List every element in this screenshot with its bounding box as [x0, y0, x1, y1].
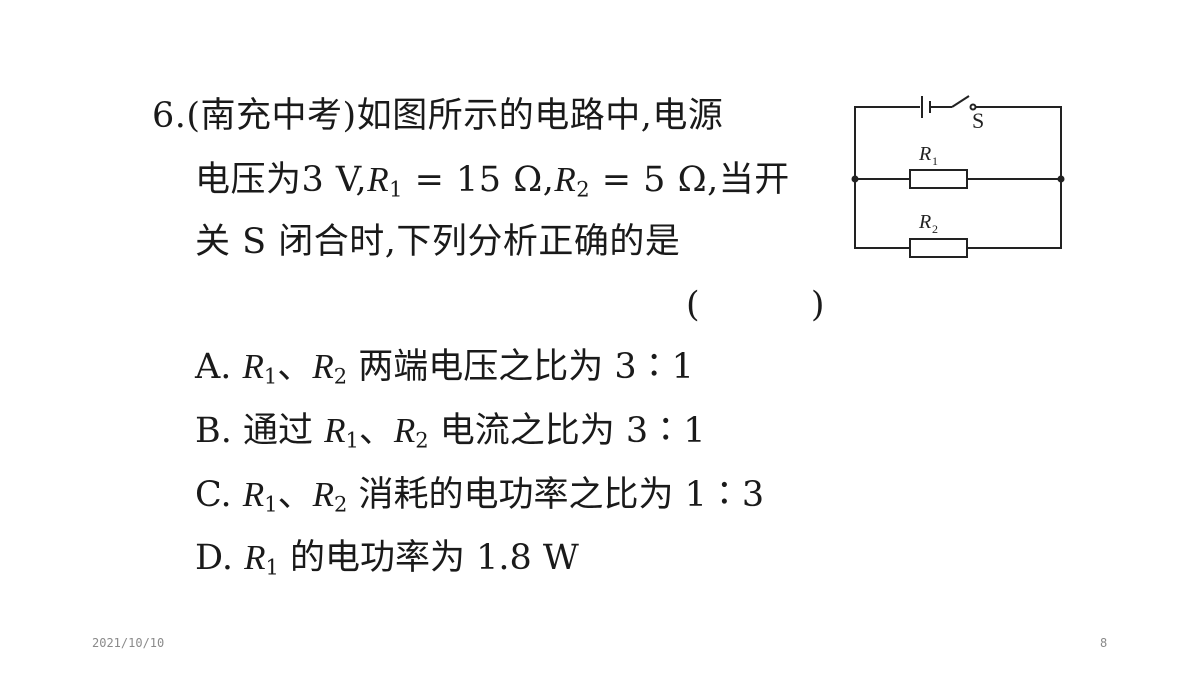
option-b-r2: R: [393, 411, 416, 450]
option-a-r1: R: [242, 347, 264, 386]
option-d-r1-sub: 1: [265, 555, 279, 580]
answer-blank: ( ): [686, 285, 825, 325]
option-d: D. R1 的电功率为 1.8 W: [195, 538, 579, 578]
option-c-letter: C.: [195, 475, 243, 515]
footer-date: 2021/10/10: [92, 636, 165, 650]
r1-symbol: R: [367, 160, 390, 199]
question-line-2-c: = 5 Ω,当开: [590, 160, 790, 200]
r2-label-sub: 2: [932, 222, 938, 236]
option-a-letter: A.: [195, 347, 243, 387]
option-a: A. R1、R2 两端电压之比为 3∶1: [195, 347, 694, 387]
switch-blade: [951, 95, 970, 108]
option-a-r1-sub: 1: [263, 364, 278, 389]
option-b-letter: B.: [195, 411, 243, 451]
option-d-letter: D.: [195, 538, 245, 578]
option-a-sep: 、: [277, 347, 313, 387]
footer-page-number: 8: [1100, 636, 1108, 650]
circuit-diagram: S R 1 R 2: [851, 95, 1065, 258]
resistor-r1: [909, 169, 968, 189]
question-line-2-a: 电压为3 V,: [195, 160, 368, 200]
option-b-text: 电流之比为 3∶1: [428, 411, 706, 451]
option-a-r2-sub: 2: [333, 364, 348, 389]
option-d-text: 的电功率为 1.8 W: [278, 538, 579, 578]
wire-top-right: [976, 106, 1062, 179]
question-line-3-text: 关 S 闭合时,下列分析正确的是: [195, 222, 681, 262]
r1-label: R: [918, 143, 931, 165]
switch-label: S: [972, 108, 984, 133]
option-c-r2: R: [312, 475, 334, 514]
r2-symbol: R: [554, 160, 577, 199]
wire-r2-right: [967, 179, 1062, 249]
question-source: (南充中考): [186, 96, 357, 136]
wire-top-left: [854, 106, 920, 179]
option-c-r2-sub: 2: [333, 492, 348, 517]
question-line-3: 关 S 闭合时,下列分析正确的是: [195, 222, 680, 262]
junction-right: [1057, 175, 1065, 183]
junction-left: [851, 175, 859, 183]
option-b-r2-sub: 2: [415, 428, 429, 453]
switch-contact: [969, 103, 977, 111]
option-a-text: 两端电压之比为 3∶1: [347, 347, 694, 387]
option-b-r1-sub: 1: [345, 428, 359, 453]
option-c-r1: R: [242, 475, 265, 514]
option-b-pre: 通过: [242, 411, 325, 451]
option-c-sep: 、: [277, 475, 313, 515]
option-c: C. R1、R2 消耗的电功率之比为 1∶3: [195, 475, 764, 515]
option-a-r2: R: [312, 347, 334, 386]
option-b-r1: R: [324, 411, 346, 450]
question-number: 6.: [152, 96, 187, 136]
option-d-r1: R: [244, 538, 266, 577]
resistor-r2: [909, 238, 968, 258]
question-line-1: 6.(南充中考)如图所示的电路中,电源: [152, 96, 723, 136]
option-b-sep: 、: [358, 411, 394, 451]
question-line-1-text: 如图所示的电路中,电源: [356, 96, 724, 136]
option-c-r1-sub: 1: [264, 492, 278, 517]
r1-subscript: 1: [389, 177, 403, 202]
r2-label: R: [918, 211, 931, 233]
question-line-2-b: = 15 Ω,: [402, 160, 555, 200]
r2-subscript: 2: [576, 177, 591, 202]
r1-label-sub: 1: [932, 154, 938, 168]
wire-r2-left: [854, 179, 910, 249]
answer-blank-parens: ( ): [686, 285, 825, 325]
option-c-text: 消耗的电功率之比为 1∶3: [347, 475, 765, 515]
question-line-2: 电压为3 V,R1 = 15 Ω,R2 = 5 Ω,当开: [195, 160, 790, 200]
option-b: B. 通过 R1、R2 电流之比为 3∶1: [195, 411, 705, 451]
